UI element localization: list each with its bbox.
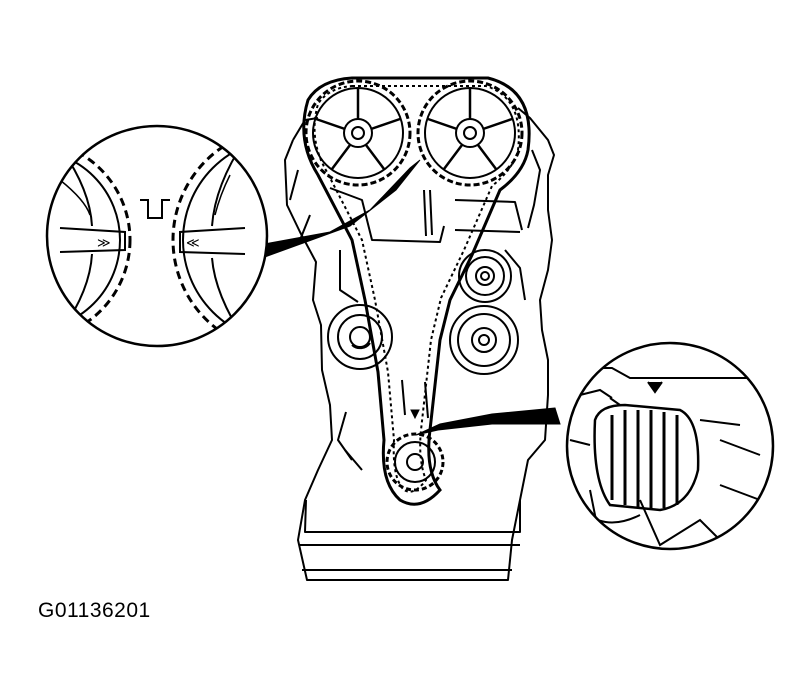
engine-block xyxy=(285,108,554,580)
figure-id-label: G01136201 xyxy=(38,599,151,622)
camshaft-timing-mark-detail: ≫ ≪ xyxy=(0,126,397,352)
left-camshaft-sprocket xyxy=(306,81,410,185)
right-cam-mark: ≪ xyxy=(186,236,200,251)
idler-pulley-lower xyxy=(450,306,518,374)
left-cam-mark: ≫ xyxy=(97,236,111,251)
crankshaft-sprocket xyxy=(387,410,443,490)
right-camshaft-sprocket xyxy=(418,81,522,185)
idler-pulley-upper xyxy=(459,250,511,302)
callout-leaders xyxy=(262,160,560,435)
crankshaft-timing-mark-detail xyxy=(567,343,773,549)
tensioner-pulley xyxy=(328,305,392,369)
